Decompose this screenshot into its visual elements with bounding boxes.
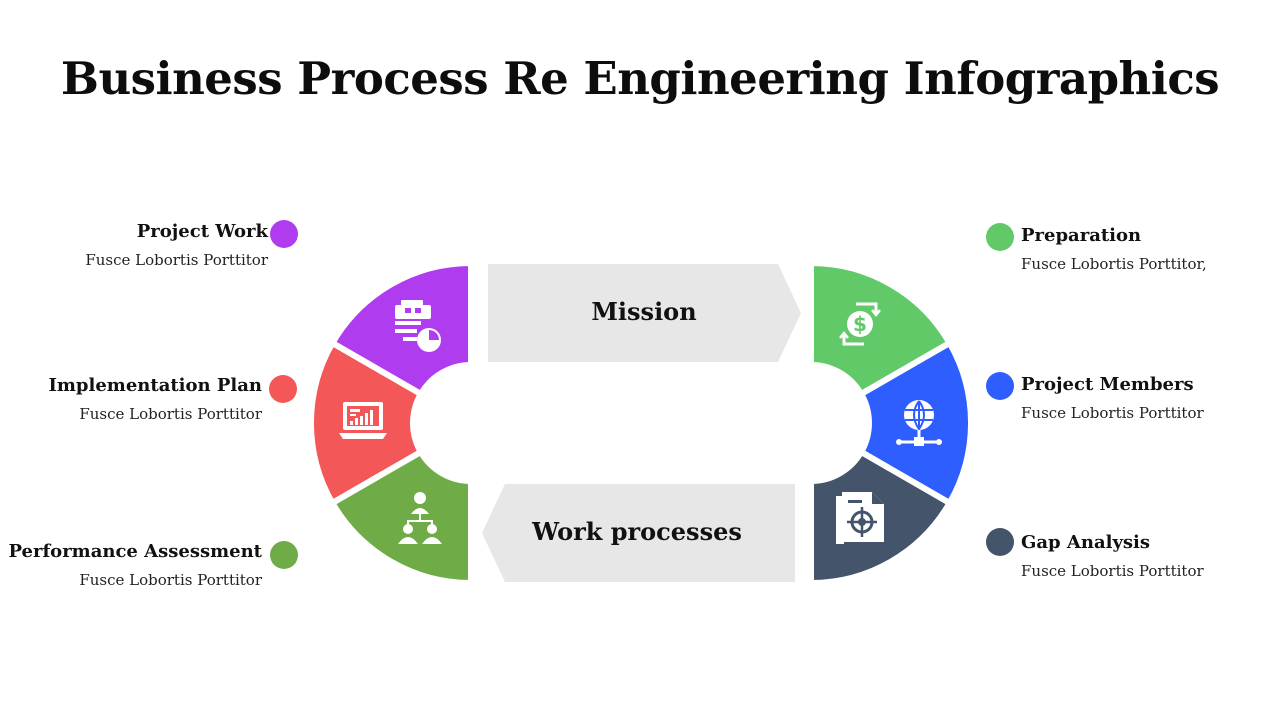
- gap-analysis-desc: Fusce Lobortis Porttitor: [1021, 562, 1204, 580]
- project-work-desc: Fusce Lobortis Porttitor: [85, 251, 268, 269]
- implementation-plan-title: Implementation Plan: [48, 375, 262, 396]
- preparation-desc: Fusce Lobortis Porttitor,: [1021, 255, 1207, 273]
- page-title: Business Process Re Engineering Infograp…: [60, 52, 1220, 105]
- project-members-title: Project Members: [1021, 374, 1194, 395]
- segment-performance-assessment: [328, 447, 474, 587]
- work-processes-arrow: [482, 484, 795, 582]
- implementation-plan-dot: [269, 375, 297, 403]
- work-processes-label: Work processes: [532, 517, 742, 546]
- globe-network-icon: [896, 400, 942, 446]
- project-work-dot: [270, 220, 298, 248]
- performance-assessment-title: Performance Assessment: [8, 541, 262, 562]
- mission-label: Mission: [591, 297, 697, 326]
- target-document-icon: [836, 492, 884, 544]
- performance-assessment-desc: Fusce Lobortis Porttitor: [79, 571, 262, 589]
- svg-text:$: $: [853, 312, 867, 336]
- preparation-dot: [986, 223, 1014, 251]
- dollar-cycle-icon: $: [839, 302, 881, 346]
- gap-analysis-dot: [986, 528, 1014, 556]
- project-members-desc: Fusce Lobortis Porttitor: [1021, 404, 1204, 422]
- project-work-title: Project Work: [136, 221, 268, 242]
- mission-arrow: [488, 264, 801, 362]
- laptop-chart-icon: [339, 402, 387, 439]
- performance-assessment-dot: [270, 541, 298, 569]
- preparation-title: Preparation: [1021, 225, 1142, 246]
- implementation-plan-desc: Fusce Lobortis Porttitor: [79, 405, 262, 423]
- project-members-dot: [986, 372, 1014, 400]
- hierarchy-icon: [398, 492, 442, 544]
- gap-analysis-title: Gap Analysis: [1021, 532, 1151, 553]
- briefcase-chart-icon: [395, 300, 441, 352]
